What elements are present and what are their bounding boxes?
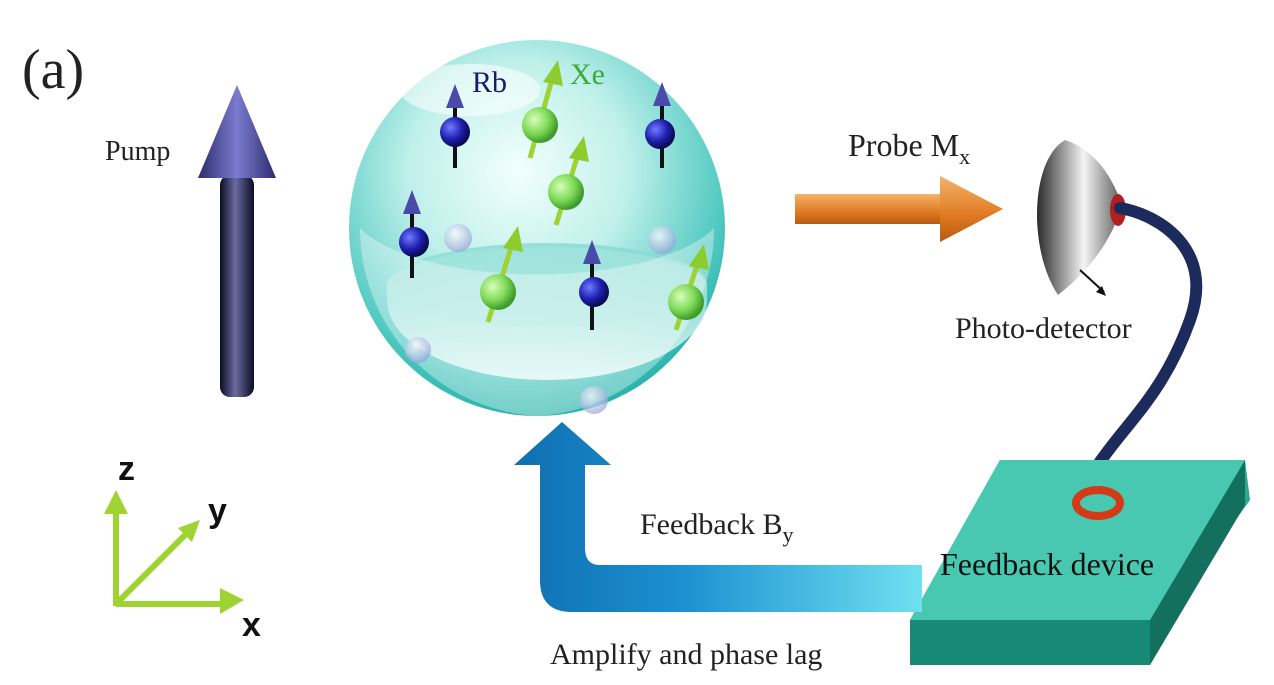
amplify-label: Amplify and phase lag xyxy=(550,638,822,671)
xe-label: Xe xyxy=(570,58,605,91)
probe-label: Probe Mx xyxy=(848,127,970,169)
coordinate-axes xyxy=(104,490,244,614)
pump-arrow xyxy=(198,85,276,397)
feedback-device xyxy=(910,460,1250,665)
panel-label: (a) xyxy=(22,39,84,101)
pump-label: Pump xyxy=(105,136,170,167)
feedback-label: Feedback By xyxy=(640,508,793,547)
photo-detector xyxy=(1037,140,1126,296)
xe-atom xyxy=(548,136,589,226)
vapor-cell xyxy=(349,40,725,416)
rb-atom xyxy=(645,82,675,168)
probe-arrow xyxy=(795,176,1003,242)
rb-atom xyxy=(440,84,470,168)
rb-atom xyxy=(399,190,429,278)
rb-atom xyxy=(579,240,609,330)
xe-atom xyxy=(522,60,563,159)
xe-atom xyxy=(668,244,709,331)
axis-z-label: z xyxy=(118,450,135,488)
feedback-device-label: Feedback device xyxy=(940,546,1154,582)
xe-atom xyxy=(480,226,523,323)
photo-detector-label: Photo-detector xyxy=(955,312,1132,345)
feedback-arrow xyxy=(514,422,922,612)
rb-label: Rb xyxy=(472,66,507,99)
axis-y-label: y xyxy=(208,492,227,530)
axis-x-label: x xyxy=(242,606,261,644)
